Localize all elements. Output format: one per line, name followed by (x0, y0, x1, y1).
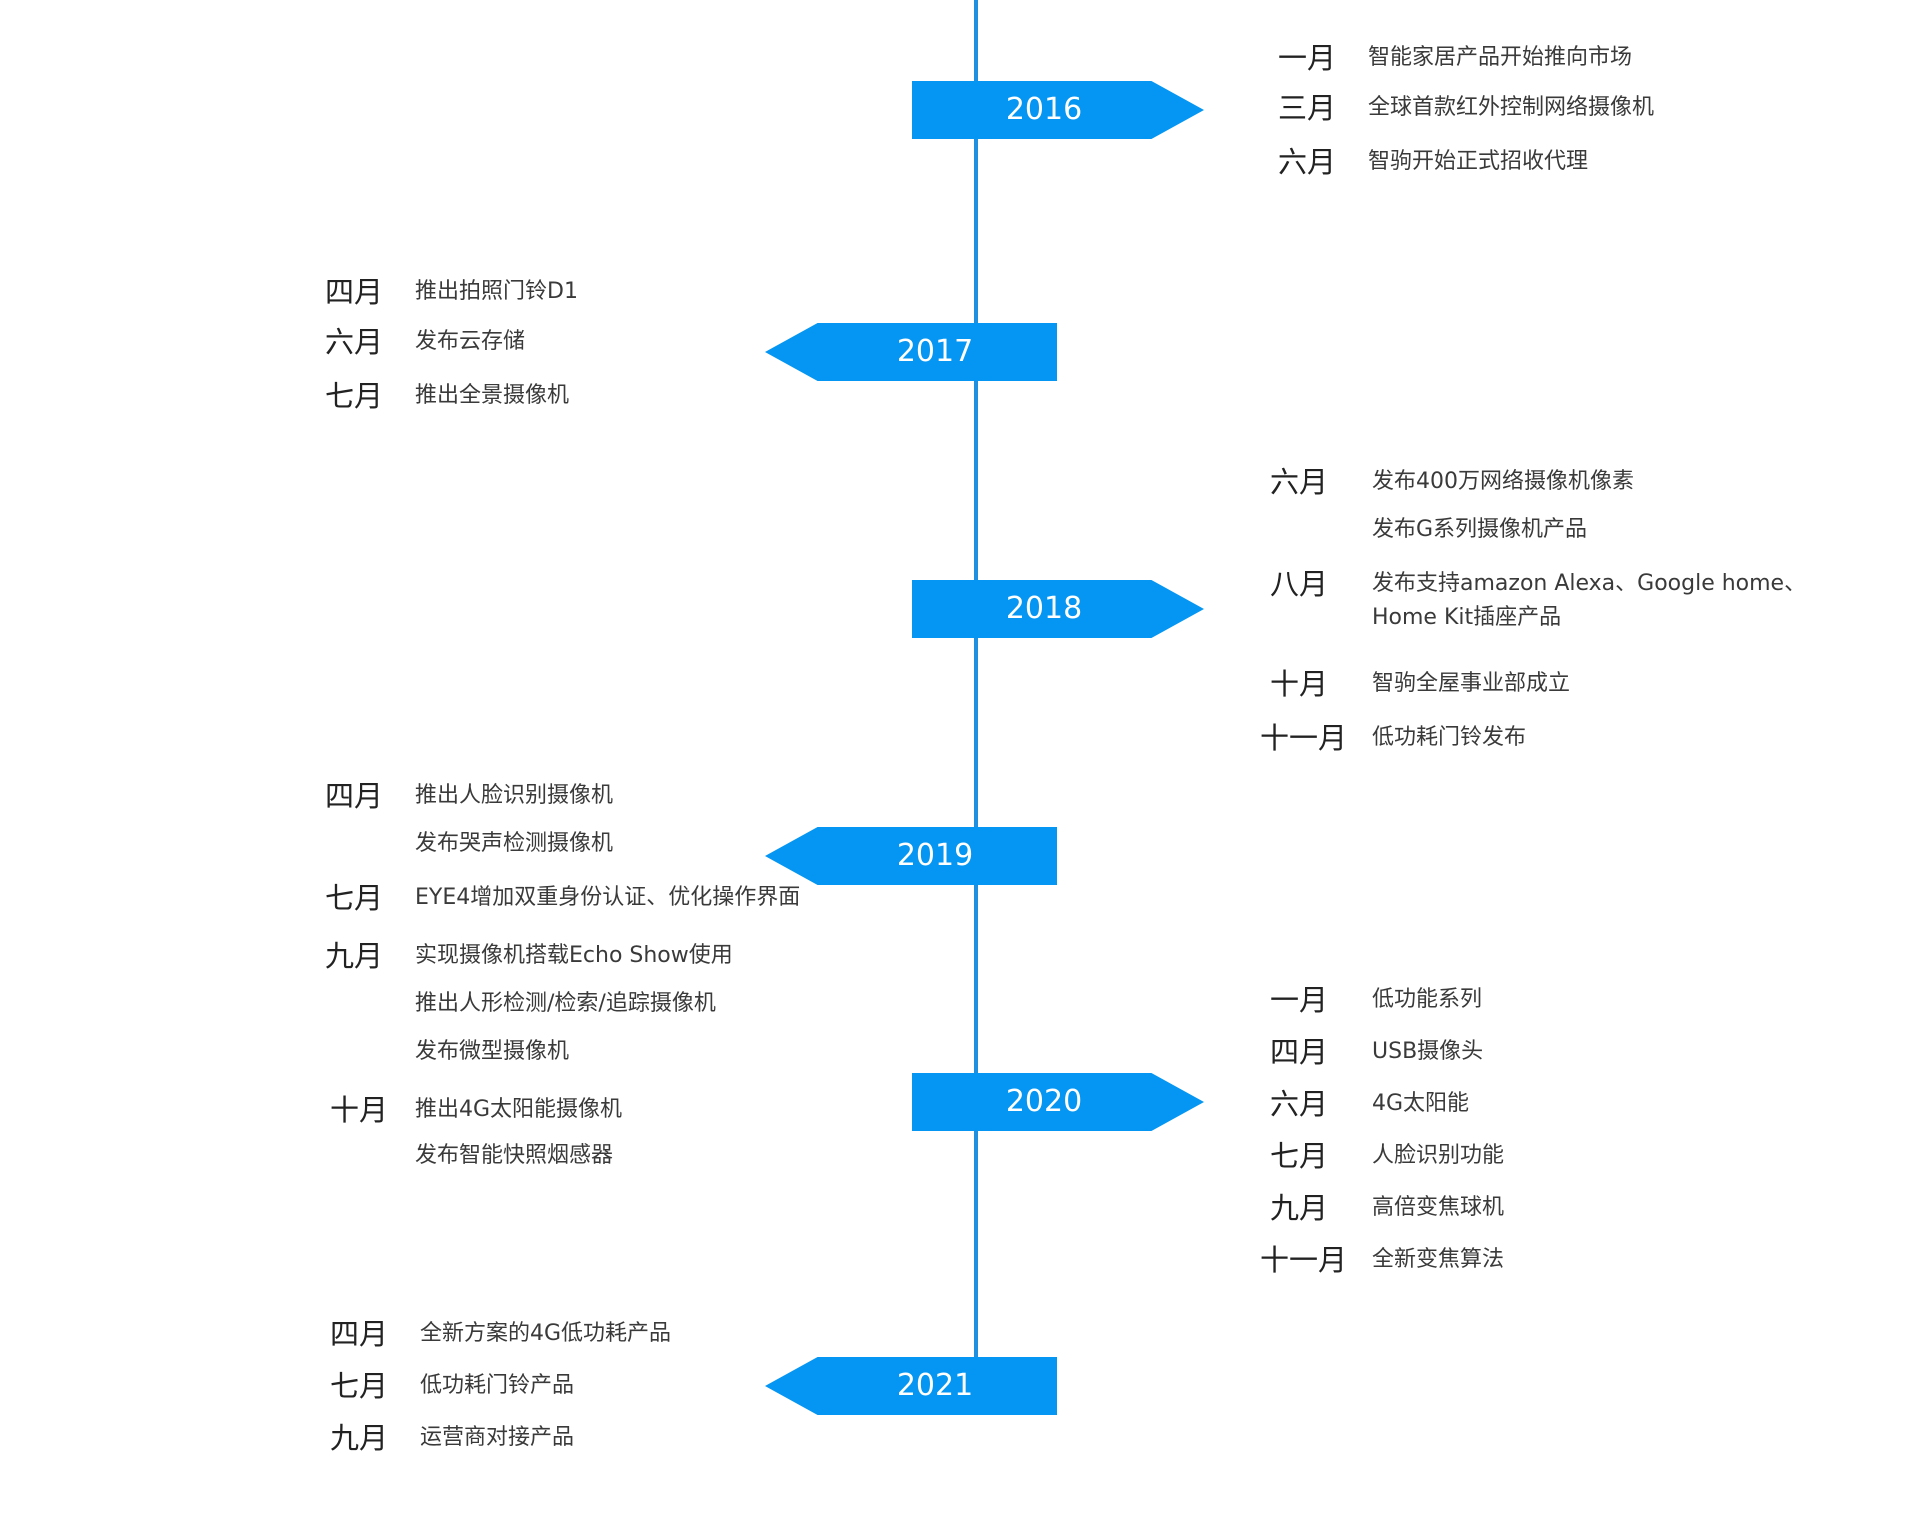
year-marker-2018: 2018 (912, 580, 1204, 638)
event-month: 八月 (1270, 567, 1329, 601)
event-text: 全球首款红外控制网络摄像机 (1368, 95, 1655, 120)
event-month: 一月 (1278, 41, 1337, 75)
event-month: 十一月 (1260, 1243, 1348, 1277)
event-month: 六月 (1278, 145, 1337, 179)
event-text: EYE4增加双重身份认证、优化操作界面 (415, 885, 801, 910)
event-text: 低功耗门铃发布 (1372, 725, 1527, 750)
event-text: 4G太阳能 (1372, 1091, 1470, 1116)
event-text: 高倍变焦球机 (1372, 1195, 1505, 1220)
event-month: 九月 (1270, 1191, 1329, 1225)
event-month: 十一月 (1260, 721, 1348, 755)
event-text: 推出全景摄像机 (415, 383, 570, 408)
event-text: 智驹开始正式招收代理 (1368, 149, 1589, 174)
event-month: 九月 (330, 1421, 389, 1455)
year-marker-2016: 2016 (912, 81, 1204, 139)
event-text: 低功能系列 (1372, 987, 1483, 1012)
event-month: 十月 (330, 1093, 389, 1127)
event-month: 一月 (1270, 983, 1329, 1017)
event-text: 发布400万网络摄像机像素 (1372, 469, 1634, 494)
year-marker-2020: 2020 (912, 1073, 1204, 1131)
event-month: 七月 (325, 881, 384, 915)
year-marker-2021: 2021 (765, 1357, 1057, 1415)
year-marker-2017: 2017 (765, 323, 1057, 381)
event-text: 全新方案的4G低功耗产品 (420, 1321, 672, 1346)
timeline-axis (974, 0, 978, 1360)
event-month: 九月 (325, 939, 384, 973)
year-marker-2019: 2019 (765, 827, 1057, 885)
event-text: 智驹全屋事业部成立 (1372, 671, 1571, 696)
event-text: 发布支持amazon Alexa、Google home、Home Kit插座产… (1372, 571, 1807, 630)
event-text: 智能家居产品开始推向市场 (1368, 45, 1633, 70)
event-text: 全新变焦算法 (1372, 1247, 1505, 1272)
event-text: 实现摄像机搭载Echo Show使用 (415, 943, 733, 968)
event-month: 七月 (1270, 1139, 1329, 1173)
event-month: 四月 (325, 779, 384, 813)
event-month: 三月 (1278, 91, 1337, 125)
event-month: 十月 (1270, 667, 1329, 701)
event-text: USB摄像头 (1372, 1039, 1484, 1064)
event-month: 六月 (325, 325, 384, 359)
event-text: 推出人形检测/检索/追踪摄像机 (415, 991, 716, 1016)
event-text: 运营商对接产品 (420, 1425, 575, 1450)
event-text: 推出拍照门铃D1 (415, 279, 578, 304)
event-month: 六月 (1270, 465, 1329, 499)
event-text: 发布云存储 (415, 329, 526, 354)
event-month: 七月 (330, 1369, 389, 1403)
event-text: 低功耗门铃产品 (420, 1373, 575, 1398)
event-text: 发布哭声检测摄像机 (415, 831, 614, 856)
event-month: 六月 (1270, 1087, 1329, 1121)
event-text: 发布智能快照烟感器 (415, 1143, 614, 1168)
event-month: 七月 (325, 379, 384, 413)
event-text: 人脸识别功能 (1372, 1143, 1505, 1168)
event-month: 四月 (330, 1317, 389, 1351)
event-text: 推出人脸识别摄像机 (415, 783, 614, 808)
event-text: 推出4G太阳能摄像机 (415, 1097, 623, 1122)
event-month: 四月 (1270, 1035, 1329, 1069)
event-text: 发布G系列摄像机产品 (1372, 517, 1588, 542)
event-text: 发布微型摄像机 (415, 1039, 570, 1064)
event-month: 四月 (325, 275, 384, 309)
